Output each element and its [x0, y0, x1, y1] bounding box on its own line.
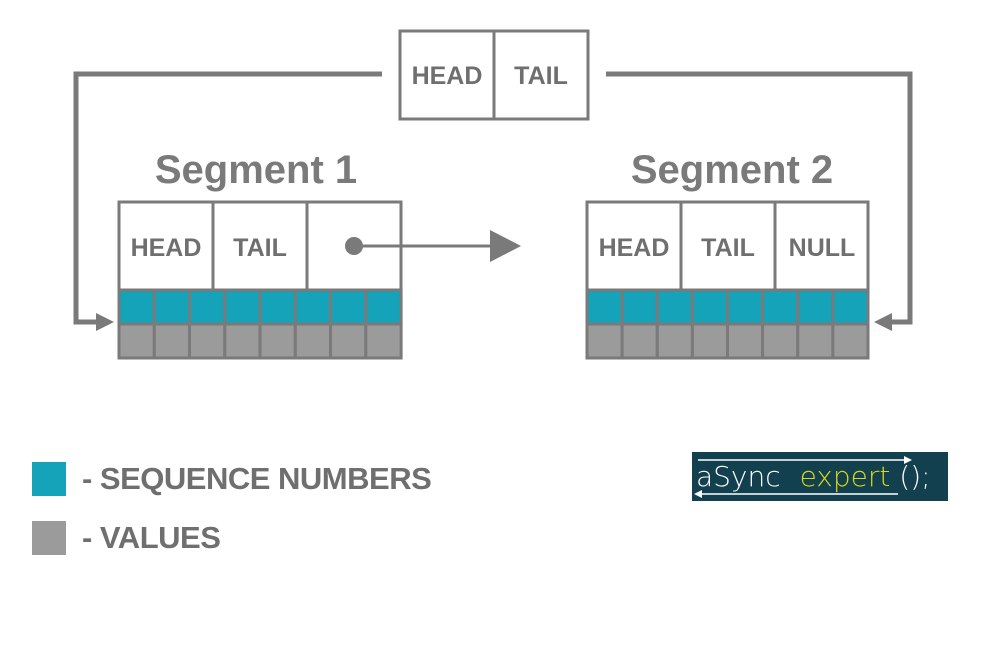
sequence-slot: [188, 288, 227, 326]
segment-2-title: Segment 2: [631, 148, 833, 192]
top-node: HEAD TAIL: [398, 29, 590, 121]
value-slot: [690, 322, 730, 360]
segment-1-title: Segment 1: [155, 148, 357, 192]
sequence-slot: [761, 288, 800, 326]
svg-text:aSync expert ();: aSync expert ();: [696, 460, 931, 493]
segment-2-tail-label: TAIL: [701, 234, 755, 262]
sequence-slot: [117, 288, 156, 326]
top-tail-label: TAIL: [514, 62, 568, 90]
sequence-slot: [585, 288, 624, 326]
segment-2-slots: [585, 288, 870, 360]
sequence-slot: [796, 288, 835, 326]
value-slot: [223, 322, 262, 360]
sequence-slot: [620, 288, 659, 326]
sequence-slot: [726, 288, 765, 326]
legend-label-sequence-numbers: - SEQUENCE NUMBERS: [82, 461, 432, 496]
sequence-color-swatch: [32, 462, 66, 496]
value-slot: [726, 322, 765, 360]
tail-pointer-line: [606, 71, 913, 325]
value-slot: [620, 322, 659, 360]
segment-1: Segment 1 HEAD TAIL: [117, 148, 521, 360]
value-slot: [152, 322, 192, 360]
segment-1-head-label: HEAD: [131, 234, 202, 262]
value-color-swatch: [32, 521, 66, 555]
sequence-slot: [690, 288, 730, 326]
value-slot: [796, 322, 835, 360]
value-slot: [258, 322, 297, 360]
value-slot: [329, 322, 368, 360]
value-slot: [188, 322, 227, 360]
legend-item-values: - VALUES: [32, 520, 221, 556]
value-slot: [655, 322, 694, 360]
sequence-slot: [223, 288, 262, 326]
segment-2: Segment 2 HEAD TAIL NULL: [585, 148, 870, 360]
segment-2-head-label: HEAD: [599, 234, 670, 262]
segment-1-tail-label: TAIL: [233, 234, 287, 262]
head-pointer-arrowhead: [96, 313, 114, 331]
legend-item-sequence-numbers: - SEQUENCE NUMBERS: [32, 461, 432, 497]
next-pointer-arrowhead: [490, 230, 521, 262]
segment-1-slots: [117, 288, 403, 360]
sequence-slot: [655, 288, 694, 326]
head-pointer-line: [73, 71, 382, 325]
value-slot: [831, 322, 870, 360]
sequence-slot: [831, 288, 870, 326]
sequence-slot: [152, 288, 192, 326]
top-head-label: HEAD: [412, 62, 483, 90]
value-slot: [761, 322, 800, 360]
async-expert-logo: aSync expert ();: [692, 452, 948, 501]
tail-pointer-arrowhead: [874, 313, 892, 331]
legend-label-values: - VALUES: [82, 520, 221, 555]
sequence-slot: [329, 288, 368, 326]
sequence-slot: [293, 288, 333, 326]
value-slot: [293, 322, 333, 360]
segment-2-null-label: NULL: [789, 234, 856, 262]
sequence-slot: [258, 288, 297, 326]
value-slot: [585, 322, 624, 360]
value-slot: [364, 322, 403, 360]
sequence-slot: [364, 288, 403, 326]
value-slot: [117, 322, 156, 360]
